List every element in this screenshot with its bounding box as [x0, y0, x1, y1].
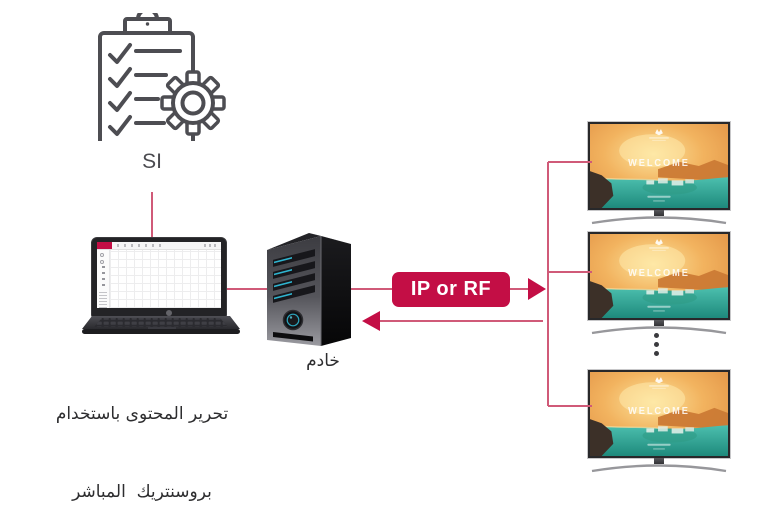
- sidebar-text-rows: [99, 292, 107, 308]
- tv-stand: [591, 216, 727, 225]
- tv-resort-buildings: [646, 178, 694, 186]
- sidebar-icon: [100, 253, 104, 257]
- si-label: SI: [142, 150, 162, 173]
- keyboard-keys: [94, 318, 228, 327]
- tv: WELCOME: [586, 122, 732, 225]
- tv-screen: WELCOME: [588, 370, 730, 458]
- server-tower: [267, 233, 351, 346]
- checklist-marks: [108, 43, 182, 136]
- vertical-ellipsis-icon: [651, 333, 663, 359]
- app-logo: [97, 242, 112, 249]
- arrow-right-icon: [528, 278, 546, 300]
- hotel-logo-icon: [649, 377, 669, 389]
- tv: WELCOME: [586, 370, 732, 473]
- server-power-knob: [282, 309, 304, 331]
- tv-stand: [591, 464, 727, 473]
- server-side: [321, 236, 351, 346]
- tv-screen: WELCOME: [588, 122, 730, 210]
- tv-stand-neck: [654, 320, 664, 326]
- editor-caption-line1: تحرير المحتوى باستخدام: [55, 404, 229, 424]
- sidebar-icons: [102, 266, 105, 288]
- badge-label: IP or RF: [410, 278, 492, 300]
- laptop-screen-bezel: [91, 237, 227, 318]
- tv-cliff: [590, 171, 614, 208]
- hotel-logo-icon: [649, 239, 669, 251]
- toolbar-icons-right: [204, 244, 218, 247]
- server-label: خادم: [306, 351, 340, 371]
- hotel-logo-icon: [649, 129, 669, 141]
- app-toolbar: [97, 242, 221, 250]
- trackpad: [148, 327, 176, 329]
- app-sidebar: [97, 250, 110, 308]
- app-canvas-grid: [110, 250, 221, 308]
- lg-logo: [166, 310, 172, 316]
- content-editor-app: [97, 242, 221, 308]
- toolbar-icons: [117, 244, 163, 247]
- tv-stand: [591, 326, 727, 335]
- sidebar-icon: [100, 260, 104, 264]
- server-drive-bays: [273, 249, 315, 303]
- si-clipboard-gear-icon: [98, 13, 226, 141]
- tv-screen: WELCOME: [588, 232, 730, 320]
- editor-caption-line2: بروسنتريك المباشر: [72, 482, 212, 502]
- gear-icon: [160, 70, 226, 136]
- editor-caption: تحرير المحتوى باستخدام بروسنتريك المباشر: [28, 349, 256, 522]
- ip-rf-badge: IP or RF: [392, 272, 510, 307]
- welcome-text: WELCOME: [628, 158, 690, 169]
- arrow-left-icon: [362, 311, 380, 331]
- server-vent: [273, 332, 313, 342]
- tv: WELCOME: [586, 232, 732, 335]
- tv-stand-neck: [654, 210, 664, 216]
- laptop: [82, 237, 240, 337]
- tv-mountains: [658, 159, 728, 182]
- welcome-text: WELCOME: [628, 406, 690, 417]
- tv-stand-neck: [654, 458, 664, 464]
- welcome-text: WELCOME: [628, 268, 690, 279]
- laptop-keyboard-base: [82, 316, 240, 334]
